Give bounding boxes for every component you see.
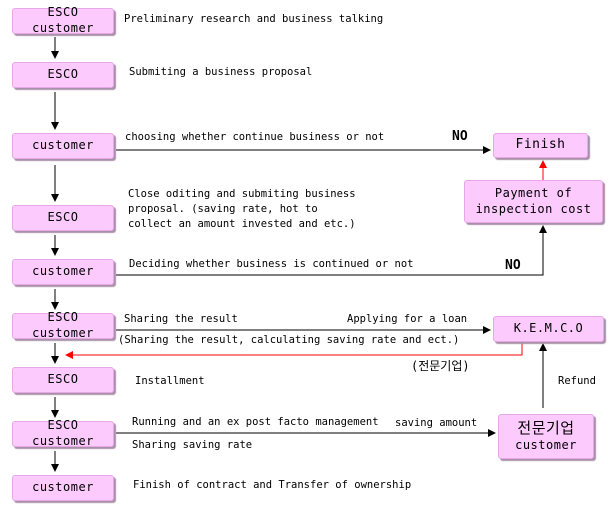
step-6-actor: ESCO customer bbox=[12, 310, 114, 340]
no-label-1: NO bbox=[452, 129, 468, 144]
step-9-actor: customer bbox=[12, 475, 114, 501]
loan-label: Applying for a loan bbox=[347, 313, 468, 325]
step-3-actor: customer bbox=[12, 133, 114, 159]
step-1-actor: ESCO customer bbox=[12, 5, 114, 35]
step-2-actor: ESCO bbox=[12, 62, 114, 88]
step-6-desc: Sharing the result bbox=[124, 313, 238, 325]
specialist-kr-label: 전문기업 bbox=[517, 418, 575, 437]
specialist-en-label: customer bbox=[515, 438, 577, 453]
step-2-desc: Submiting a business proposal bbox=[129, 66, 313, 78]
step-5-actor: customer bbox=[12, 259, 114, 285]
step-8-desc: Running and an ex post facto management bbox=[132, 416, 379, 428]
step-5-desc: Deciding whether business is continued o… bbox=[129, 258, 414, 270]
step-4-desc: Close oditing and submiting business pro… bbox=[128, 188, 356, 230]
step-6-desc2: (Sharing the result, calculating saving … bbox=[118, 334, 460, 346]
specialist-customer-box: 전문기업 customer bbox=[498, 414, 594, 459]
no-label-2: NO bbox=[505, 258, 521, 273]
step-4-actor: ESCO bbox=[12, 205, 114, 231]
refund-label: Refund bbox=[558, 375, 596, 387]
step-9-desc: Finish of contract and Transfer of owner… bbox=[133, 479, 412, 491]
specialist-paren-label: (전문기업) bbox=[411, 359, 470, 373]
red-arrow-loan-return bbox=[65, 342, 523, 359]
step-7-desc: Installment bbox=[135, 375, 205, 387]
step-8-desc2: Sharing saving rate bbox=[132, 439, 253, 451]
payment-box: Payment of inspection cost bbox=[464, 180, 603, 223]
step-3-desc: choosing whether continue business or no… bbox=[125, 131, 385, 143]
arrow-to-payment bbox=[116, 225, 547, 276]
step-7-actor: ESCO bbox=[12, 367, 114, 393]
saving-amount-label: saving amount bbox=[395, 417, 478, 429]
step-1-desc: Preliminary research and business talkin… bbox=[124, 13, 384, 25]
finish-box: Finish bbox=[493, 133, 588, 158]
step-8-actor: ESCO customer bbox=[12, 418, 114, 448]
kemco-box: K.E.M.C.O bbox=[493, 316, 604, 342]
